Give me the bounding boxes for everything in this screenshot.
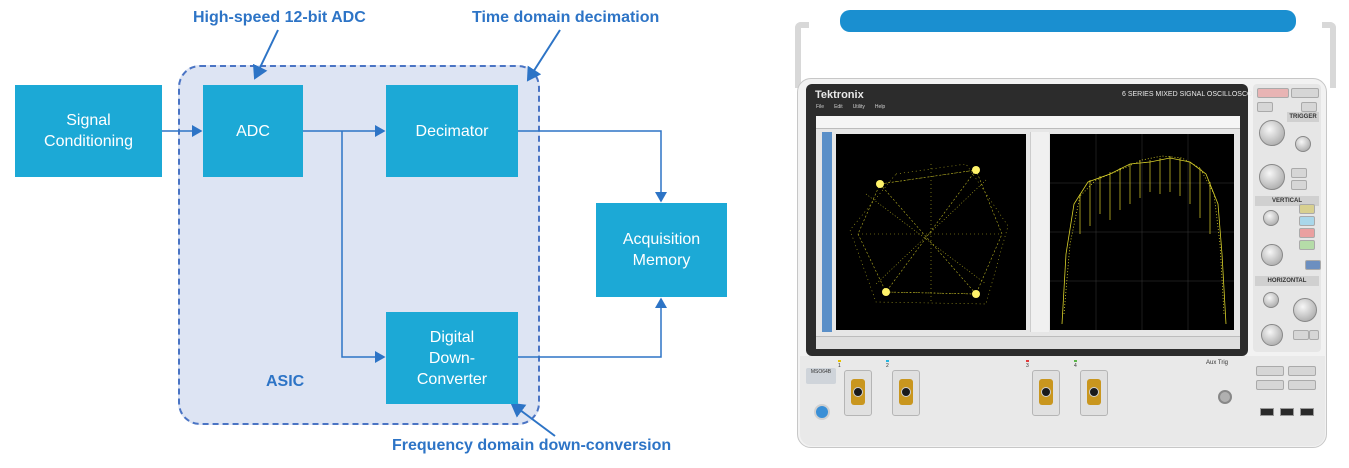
callout-downconversion: Frequency domain down-conversion (392, 437, 672, 454)
panel-button[interactable] (1257, 102, 1273, 112)
asic-label: ASIC (266, 373, 305, 390)
panel-button[interactable] (1256, 366, 1284, 376)
panel-button[interactable] (1288, 380, 1316, 390)
arrow-decimator-to-memory (518, 130, 667, 203)
arrow-ddc-to-memory (518, 297, 667, 358)
ch1-label: 1 (838, 360, 841, 369)
run-stop-button[interactable] (1257, 88, 1289, 98)
scope-menu-bar: File Edit Utility Help (816, 104, 1240, 114)
menu-edit[interactable]: Edit (834, 104, 843, 110)
ch4-probe-input[interactable] (1080, 370, 1108, 416)
aux-trig-connector[interactable] (1218, 390, 1232, 404)
panel-section-horizontal: HORIZONTAL (1255, 276, 1319, 286)
brand-logo: Tektronix (815, 89, 864, 101)
menu-file[interactable]: File (816, 104, 825, 110)
time-domain-window (1050, 134, 1234, 330)
acquisition-memory-block: Acquisition Memory (596, 203, 727, 297)
horizontal-position-knob[interactable] (1263, 292, 1279, 308)
single-seq-button[interactable] (1291, 88, 1319, 98)
panel-section-vertical: VERTICAL (1255, 196, 1319, 206)
ch1-probe-input[interactable] (844, 370, 872, 416)
waveform-sidebar (822, 132, 832, 332)
callout-decimation: Time domain decimation (472, 9, 660, 26)
ch3-button[interactable] (1299, 228, 1315, 238)
series-label: 6 SERIES MIXED SIGNAL OSCILLOSCOPE (1122, 91, 1262, 98)
vertical-scale-knob[interactable] (1261, 244, 1283, 266)
ch2-button[interactable] (1299, 216, 1315, 226)
signal-conditioning-block: Signal Conditioning (15, 85, 162, 177)
carry-handle (840, 10, 1296, 32)
ch3-label: 3 (1026, 360, 1029, 369)
scope-status-bar (816, 336, 1240, 349)
panel-button[interactable] (1291, 180, 1307, 190)
time-domain-traces (1050, 134, 1234, 330)
ch2-probe-input[interactable] (892, 370, 920, 416)
panel-button[interactable] (1301, 102, 1317, 112)
power-button[interactable] (814, 404, 830, 420)
multipurpose-knob-b[interactable] (1259, 164, 1285, 190)
plot-axis-strip (1030, 132, 1049, 332)
aux-trig-label: Aux Trig (1206, 360, 1229, 366)
menu-help[interactable]: Help (874, 104, 886, 110)
decimator-block: Decimator (386, 85, 518, 177)
control-panel: TRIGGER VERTICAL HORIZONTAL (1253, 84, 1321, 352)
usb-port[interactable] (1280, 408, 1294, 416)
panel-button[interactable] (1291, 168, 1307, 178)
vertical-position-knob[interactable] (1263, 210, 1279, 226)
digital-down-converter-block: Digital Down- Converter (386, 312, 518, 404)
ch4-label: 4 (1074, 360, 1077, 369)
menu-utility[interactable]: Utility (852, 104, 865, 110)
handle-arm-left (795, 22, 809, 88)
ch3-probe-input[interactable] (1032, 370, 1060, 416)
arrow-adc-to-ddc (341, 131, 386, 363)
usb-port[interactable] (1300, 408, 1314, 416)
model-badge: MSO64B (806, 368, 836, 384)
usb-port[interactable] (1260, 408, 1274, 416)
panel-button[interactable] (1256, 380, 1284, 390)
xy-plot-traces (849, 163, 1009, 305)
xy-plot-window (836, 134, 1026, 330)
callout-arrow-adc (252, 29, 279, 80)
navigate-right-button[interactable] (1309, 330, 1319, 340)
navigate-left-button[interactable] (1293, 330, 1309, 340)
panel-button[interactable] (1305, 260, 1321, 270)
panel-section-trigger: TRIGGER (1287, 112, 1319, 122)
callout-arrow-decimation (526, 29, 561, 82)
panel-button[interactable] (1288, 366, 1316, 376)
trigger-level-knob[interactable] (1295, 136, 1311, 152)
callout-arrow-downconversion (510, 402, 556, 437)
callout-adc: High-speed 12-bit ADC (193, 9, 366, 26)
navigate-knob[interactable] (1293, 298, 1317, 322)
front-apron: MSO64B 1 2 3 4 Aux Trig (800, 356, 1325, 446)
multipurpose-knob-a[interactable] (1259, 120, 1285, 146)
adc-block: ADC (203, 85, 303, 177)
scope-toolbar (816, 116, 1240, 129)
ch4-button[interactable] (1299, 240, 1315, 250)
ch2-label: 2 (886, 360, 889, 369)
horizontal-scale-knob[interactable] (1261, 324, 1283, 346)
handle-arm-right (1322, 22, 1336, 88)
ch1-button[interactable] (1299, 204, 1315, 214)
